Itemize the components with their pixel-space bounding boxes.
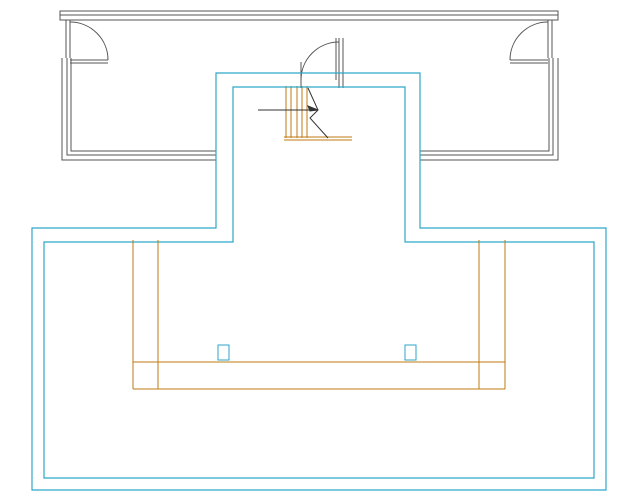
center-door-swing-arc: [300, 41, 340, 81]
stair-arrow-head: [307, 105, 319, 112]
left-door-swing-arc: [69, 21, 109, 61]
foundation-outline: [31, 72, 607, 491]
left-wing-innermost-wall: [70, 58, 216, 152]
column-pad-right: [404, 344, 417, 361]
upper-floor-outline: [59, 10, 559, 161]
left-wing-inner-wall: [66, 58, 216, 156]
stair-break-line: [307, 87, 329, 139]
entrance-doors: [69, 21, 549, 81]
foundation-outer-wall: [31, 72, 607, 491]
left-wing-outer-wall: [61, 58, 216, 161]
foundation-inner-wall: [43, 86, 595, 479]
right-wing-innermost-wall: [420, 58, 550, 152]
footing-outline: [132, 240, 506, 390]
stair-with-up-arrow: [258, 86, 352, 141]
right-door-swing-arc: [509, 21, 549, 61]
column-pad-left: [217, 344, 230, 361]
right-wing-inner-wall: [420, 58, 554, 156]
right-wing-outer-wall: [420, 58, 559, 161]
column-pads: [217, 344, 417, 361]
